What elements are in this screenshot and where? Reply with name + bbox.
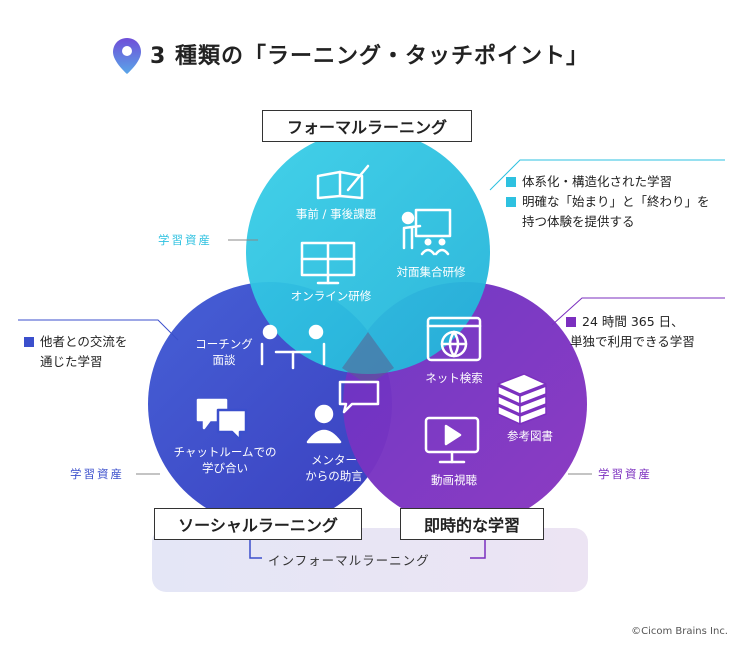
formal-description: 体系化・構造化された学習 明確な「始まり」と「終わり」を 持つ体験を提供する	[506, 172, 710, 232]
informal-band	[152, 528, 588, 592]
presentation-icon	[401, 208, 452, 256]
page-title: 3 種類の「ラーニング・タッチポイント」	[150, 44, 589, 69]
formal-side-line	[489, 159, 725, 191]
square-bullet-icon	[24, 337, 34, 347]
books-icon	[497, 373, 547, 425]
instant-learning-label: 即時的な学習	[400, 508, 544, 540]
formal-asset-label: 学習資産	[158, 233, 212, 247]
social-description: 他者との交流を 通じた学習	[24, 332, 127, 372]
coaching-label: コーチング 面談	[195, 337, 253, 367]
reference-books-label: 参考図書	[507, 429, 553, 443]
circle-formal	[246, 130, 490, 374]
mentor-label: メンター からの助言	[305, 453, 363, 483]
pre-post-task-label: 事前 / 事後課題	[295, 207, 377, 221]
informal-learning-label: インフォーマルラーニング	[268, 553, 430, 568]
chat-icon	[196, 398, 248, 442]
video-call-icon	[300, 241, 356, 285]
copyright: ©Cicom Brains Inc.	[631, 626, 728, 637]
square-bullet-icon	[506, 177, 516, 187]
chat-room-label: チャットルームでの 学び合い	[173, 445, 277, 475]
square-bullet-icon	[566, 317, 576, 327]
mentor-icon	[306, 380, 380, 444]
square-bullet-icon	[506, 197, 516, 207]
book-pen-icon	[316, 164, 370, 200]
online-training-label: オンライン研修	[290, 289, 372, 303]
video-icon	[424, 416, 480, 464]
face-to-face-label: 対面集合研修	[396, 265, 466, 279]
formal-learning-label: フォーマルラーニング	[262, 110, 472, 142]
instant-description: 24 時間 365 日、 単独で利用できる学習	[566, 312, 695, 352]
globe-icon	[426, 316, 482, 362]
social-asset-label: 学習資産	[70, 467, 124, 481]
instant-side-line	[551, 297, 725, 326]
center-overlap	[342, 332, 394, 385]
video-watching-label: 動画視聴	[431, 473, 477, 487]
net-search-label: ネット検索	[425, 371, 483, 385]
instant-asset-label: 学習資産	[598, 467, 652, 481]
map-pin-icon	[113, 38, 141, 74]
meeting-icon	[260, 324, 326, 370]
social-side-line	[18, 319, 179, 341]
social-learning-label: ソーシャルラーニング	[154, 508, 362, 540]
